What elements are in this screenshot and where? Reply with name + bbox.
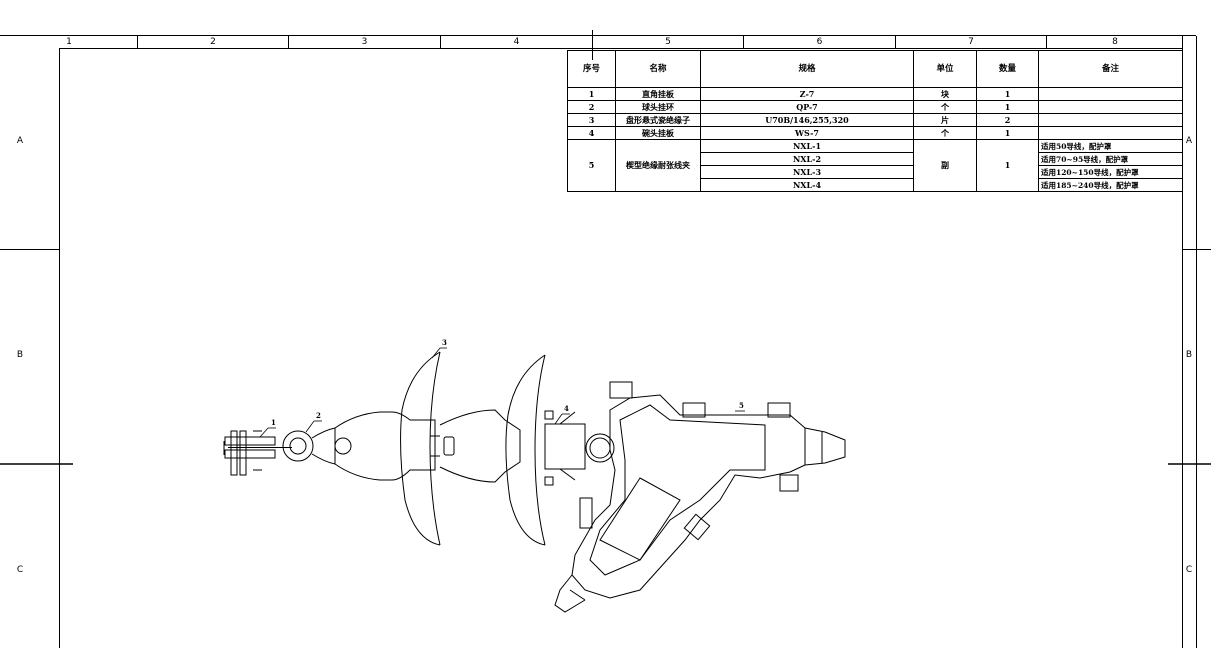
bom-header-no: 序号 bbox=[567, 50, 616, 88]
bom-qty: 1 bbox=[976, 139, 1039, 192]
right-angle-plate bbox=[223, 430, 292, 476]
table-row: 3 盘形悬式瓷绝缘子 U70B/146,255,320 片 2 bbox=[567, 113, 1183, 127]
callout-leaders bbox=[259, 347, 745, 438]
zone-col-label: 3 bbox=[361, 37, 368, 47]
table-row: 5 楔型绝缘耐张线夹 NXL-1 副 1 适用50导线，配护罩 bbox=[567, 139, 1183, 192]
zone-col-label: 8 bbox=[1112, 37, 1118, 47]
zone-row-label: C bbox=[16, 565, 24, 575]
table-row: 2 球头挂环 QP-7 个 1 bbox=[567, 100, 1183, 114]
zone-col-label: 5 bbox=[665, 37, 671, 47]
zone-row-label: A bbox=[1185, 136, 1193, 146]
callout-label: 3 bbox=[442, 338, 447, 347]
bom-header-unit: 单位 bbox=[913, 50, 977, 88]
table-row: NXL-2 适用70~95导线，配护罩 bbox=[568, 152, 1183, 166]
ball-eye bbox=[282, 427, 352, 465]
callout-label: 2 bbox=[316, 411, 321, 420]
bom-note: 适用185~240导线，配护罩 bbox=[1038, 178, 1183, 192]
zone-col-label: 7 bbox=[968, 37, 974, 47]
disc-insulator bbox=[505, 354, 546, 546]
zone-col-label: 1 bbox=[66, 37, 72, 47]
table-row: NXL-4 适用185~240导线，配护罩 bbox=[568, 178, 1183, 192]
zone-row-label: A bbox=[16, 136, 24, 146]
table-row: 4 碗头挂板 WS-7 个 1 bbox=[567, 126, 1183, 140]
bom-no: 5 bbox=[567, 139, 616, 192]
socket-clevis bbox=[544, 410, 615, 486]
zone-col-label: 6 bbox=[816, 37, 823, 47]
disc-insulator bbox=[334, 351, 521, 546]
bom-table: 序号 名称 规格 单位 数量 备注 1 直角挂板 Z-7 块 1 2 球头挂环 … bbox=[567, 50, 1183, 192]
callout-label: 5 bbox=[739, 401, 744, 410]
bom-header-qty: 数量 bbox=[976, 50, 1039, 88]
zone-col-label: 2 bbox=[210, 37, 216, 47]
bom-spec: NXL-4 bbox=[700, 178, 914, 192]
wedge-tension-clamp bbox=[554, 381, 846, 613]
bom-header-row: 序号 名称 规格 单位 数量 备注 bbox=[567, 50, 1183, 88]
zone-col-label: 4 bbox=[513, 37, 520, 47]
callout-label: 4 bbox=[564, 404, 569, 413]
zone-row-label: B bbox=[16, 350, 24, 360]
zone-row-label: B bbox=[1185, 350, 1193, 360]
table-row: NXL-3 适用120~150导线，配护罩 bbox=[568, 165, 1183, 179]
callout-label: 1 bbox=[271, 418, 276, 427]
zone-row-label: C bbox=[1185, 565, 1193, 575]
